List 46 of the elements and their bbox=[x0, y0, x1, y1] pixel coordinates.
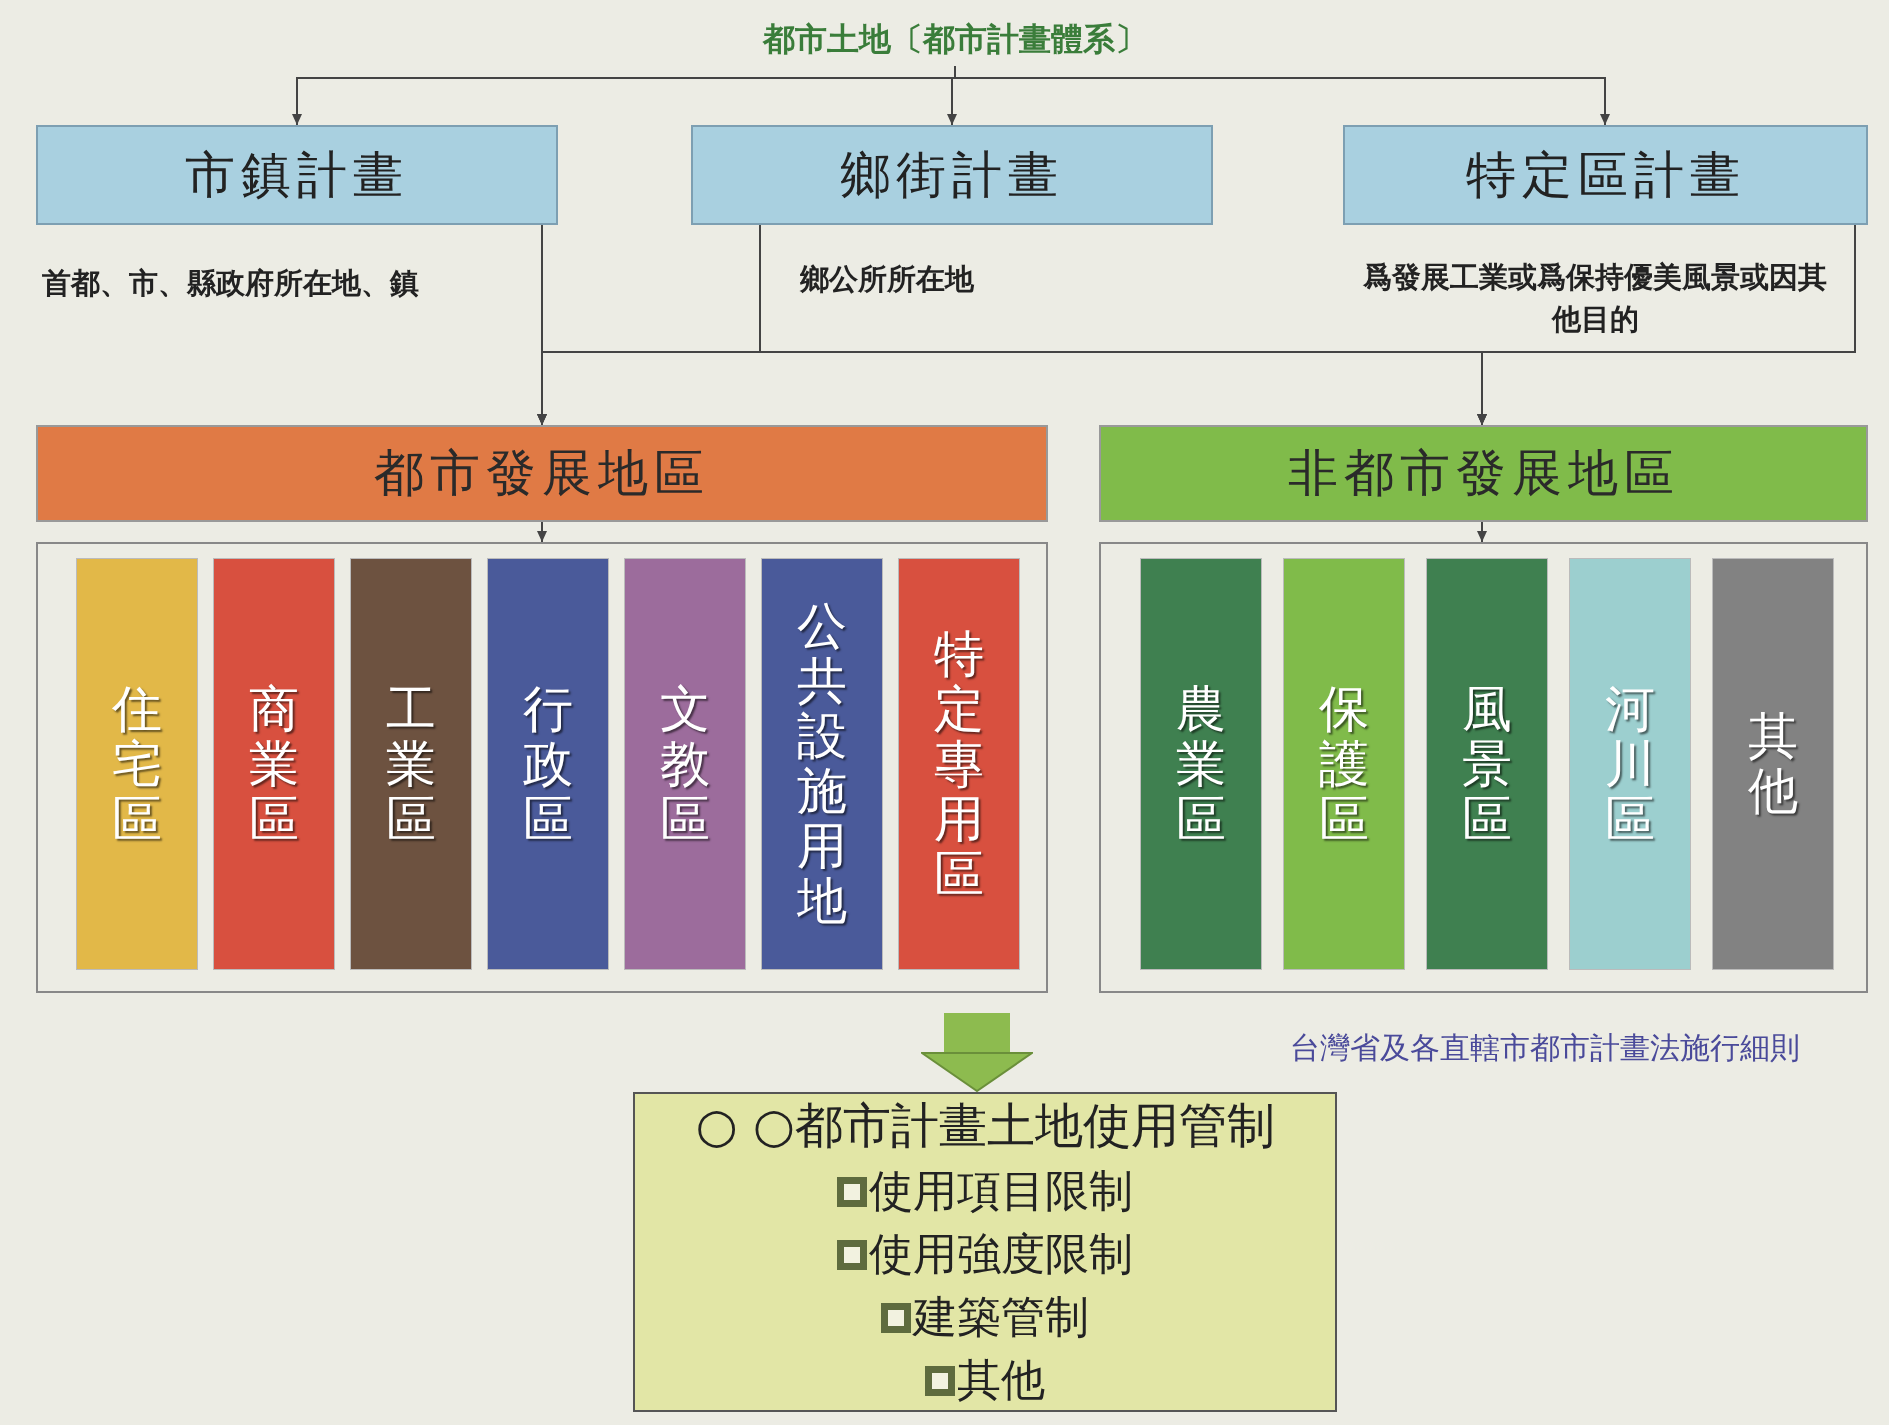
zone-name: 公共設施用地 bbox=[797, 599, 847, 929]
zone-bar bbox=[624, 558, 746, 970]
plan-description: 爲發展工業或爲保持優美風景或因其他目的 bbox=[1362, 259, 1828, 338]
item-text: 使用強度限制 bbox=[869, 1227, 1133, 1281]
zone-bar bbox=[898, 558, 1020, 970]
zone-bar bbox=[1426, 558, 1548, 970]
zone-name: 文教區 bbox=[660, 681, 710, 847]
zone-name: 農業區 bbox=[1176, 681, 1226, 847]
zone-bar bbox=[1283, 558, 1405, 970]
item-text: 使用項目限制 bbox=[869, 1164, 1133, 1218]
zone-bar bbox=[1569, 558, 1691, 970]
result-box bbox=[633, 1092, 1337, 1412]
zone-name: 河川區 bbox=[1605, 681, 1655, 847]
group-frame bbox=[1099, 542, 1868, 993]
item-text: 建築管制 bbox=[913, 1290, 1089, 1344]
plan-description: 首都、市、縣政府所在地、鎮 bbox=[42, 265, 420, 302]
diagram-heading: 都市土地〔都市計畫體系〕 bbox=[690, 14, 1220, 66]
plan-box: 鄉街計畫 bbox=[691, 125, 1213, 225]
plan-description: 鄉公所所在地 bbox=[800, 261, 975, 298]
block-arrow bbox=[921, 1013, 1033, 1092]
zone-bar bbox=[213, 558, 335, 970]
group-frame bbox=[36, 542, 1048, 993]
zone-bar bbox=[76, 558, 198, 970]
zone-bar bbox=[1712, 558, 1834, 970]
zone-bar bbox=[350, 558, 472, 970]
zone-bar bbox=[1140, 558, 1262, 970]
connector-arrow bbox=[1477, 521, 1487, 543]
connector-arrow bbox=[954, 65, 1610, 126]
zone-name: 住宅區 bbox=[112, 681, 162, 847]
zone-name: 保護區 bbox=[1319, 681, 1369, 847]
connector-arrow bbox=[537, 521, 547, 543]
plan-box: 市鎮計畫 bbox=[36, 125, 558, 225]
source-note: 台灣省及各直轄市都市計畫法施行細則 bbox=[1290, 1028, 1801, 1067]
zone-name: 工業區 bbox=[386, 681, 436, 847]
zone-name: 風景區 bbox=[1462, 681, 1512, 847]
result-heading: ○ ○都市計畫土地使用管制 bbox=[695, 1096, 1275, 1155]
plan-box: 特定區計畫 bbox=[1343, 125, 1868, 225]
item-text: 其他 bbox=[957, 1353, 1045, 1407]
zone-bar bbox=[487, 558, 609, 970]
zone-name: 行政區 bbox=[523, 681, 573, 847]
zone-banner: 非都市發展地區 bbox=[1099, 425, 1868, 522]
zone-bar bbox=[761, 558, 883, 970]
zone-name: 商業區 bbox=[249, 681, 299, 847]
zone-banner: 都市發展地區 bbox=[36, 425, 1048, 522]
zone-name: 特定專用區 bbox=[934, 626, 984, 902]
zone-name: 其他 bbox=[1748, 709, 1798, 819]
